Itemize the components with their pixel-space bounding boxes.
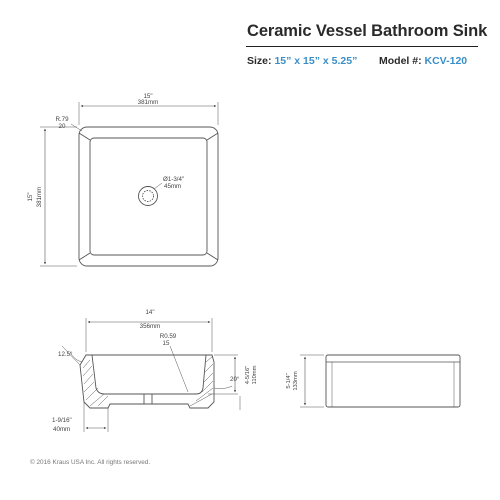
corner-line xyxy=(78,132,91,141)
side-height-in: 5-1/4" xyxy=(286,373,292,388)
top-width-in: 15" xyxy=(143,93,152,100)
drain-size-in: Ø1-3/4" xyxy=(163,176,184,183)
base-mm: 40mm xyxy=(53,426,70,433)
angle-arc xyxy=(69,351,83,363)
top-radius-in: R.79 xyxy=(55,116,69,123)
section-width-in: 14" xyxy=(145,309,154,316)
corner-line xyxy=(206,252,219,261)
model-spec: Model #: KCV-120 xyxy=(379,55,467,67)
wall-angle-arc xyxy=(213,385,233,389)
inner-radius-leader xyxy=(169,345,189,393)
drain-leader xyxy=(153,182,163,190)
section-angle: 12.5° xyxy=(58,351,73,358)
top-height-mm: 381mm xyxy=(36,187,43,208)
sink-outer-outline xyxy=(78,126,219,267)
sink-inner-outline xyxy=(89,137,208,256)
model-value: KCV-120 xyxy=(424,55,468,67)
title-underline xyxy=(246,46,478,47)
section-view xyxy=(61,318,241,432)
top-view-labels: 15" 381mm R.79 20 Ø1-3/4" 45mm 15" 381mm xyxy=(27,93,184,207)
inner-radius-in: R0.59 xyxy=(160,333,177,340)
corner-line xyxy=(206,132,219,141)
model-label: Model #: xyxy=(379,55,422,67)
size-value: 15” x 15” x 5.25” xyxy=(274,55,358,67)
drain-size-mm: 45mm xyxy=(164,183,181,190)
side-outline xyxy=(325,354,461,408)
section-width-mm: 356mm xyxy=(140,323,161,330)
top-view xyxy=(40,102,219,267)
size-label: Size: xyxy=(247,55,272,67)
inner-depth-mm: 110mm xyxy=(252,365,258,384)
drain-outer xyxy=(138,186,158,206)
top-height-in: 15" xyxy=(27,192,34,201)
base-in: 1-9/16" xyxy=(52,417,72,424)
top-radius-mm: 20 xyxy=(59,123,66,130)
size-spec: Size: 15” x 15” x 5.25” xyxy=(247,55,357,67)
section-hatch-right xyxy=(189,355,214,407)
radius-leader xyxy=(70,123,83,132)
section-outer-profile xyxy=(79,354,215,409)
top-width-mm: 381mm xyxy=(138,99,159,106)
side-height-mm: 133mm xyxy=(293,371,299,391)
section-inner-bowl xyxy=(91,354,207,395)
side-view xyxy=(300,354,461,408)
section-view-labels: 14" 356mm 12.5° R0.59 15 20° 4-5/16" 110… xyxy=(52,309,258,433)
section-hatch-left xyxy=(82,359,109,407)
page-title: Ceramic Vessel Bathroom Sink xyxy=(247,22,488,40)
inner-depth-in: 4-5/16" xyxy=(245,366,251,385)
side-view-labels: 5-1/4" 133mm xyxy=(286,371,299,391)
copyright-notice: © 2016 Kraus USA Inc. All rights reserve… xyxy=(30,459,151,466)
wall-angle: 20° xyxy=(230,376,240,383)
corner-line xyxy=(78,252,91,261)
drain-inner xyxy=(142,190,154,202)
inner-radius-mm: 15 xyxy=(163,340,170,347)
